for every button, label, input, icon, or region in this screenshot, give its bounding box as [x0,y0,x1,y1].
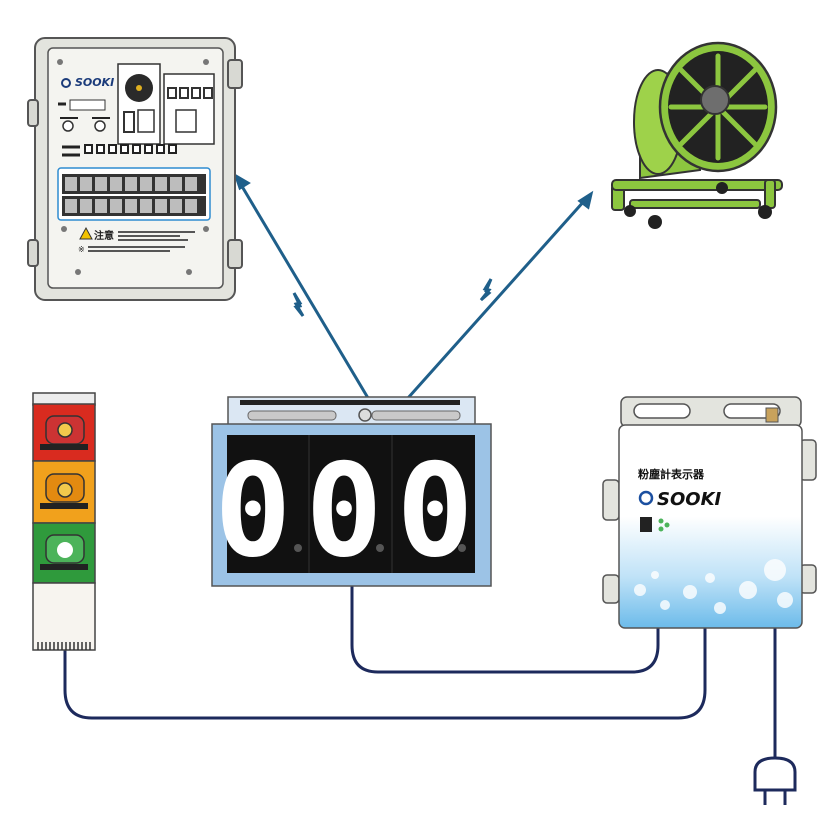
wiring [63,585,777,760]
bulb-red-icon [57,422,73,438]
arrowhead-control-box [233,172,251,191]
arrowhead-fan [577,190,594,210]
dust-monitor-box: 粉塵計表示器 SOOKI [602,396,817,629]
wireless-bolt-icon [292,292,305,317]
warning-icon [79,226,93,240]
wire-display-to-monitor [350,585,660,674]
wireless-bolt-icon-2 [479,278,493,302]
dust-monitor-brand: SOOKI [657,489,722,510]
logo-swirl-icon [61,78,71,88]
signal-arrows [233,172,594,399]
ventilation-fan [611,41,783,229]
fan-hub-icon [700,85,730,115]
screws [57,59,209,275]
control-box-warning-label: 注意 [94,229,114,242]
dust-monitor-title: 粉塵計表示器 [638,467,705,481]
logo-swirl-icon [638,490,654,506]
control-box: SOOKI [27,37,243,301]
bulb-green-lit-icon [57,542,73,558]
signal-line-to-fan [406,199,587,399]
control-box-brand: SOOKI [75,76,114,89]
control-box-note-mark: ※ [78,245,85,254]
bulb-yellow-icon [57,482,73,498]
status-led-icon [658,518,670,532]
sensor-window [640,517,652,532]
signal-line-to-control-box [238,182,370,399]
power-plug-icon [753,756,797,805]
wire-light-to-monitor [63,628,707,720]
led-display-panel: 000 [211,396,492,587]
signal-tower-light [32,392,96,651]
display-digit-readout: 000 [214,437,487,586]
